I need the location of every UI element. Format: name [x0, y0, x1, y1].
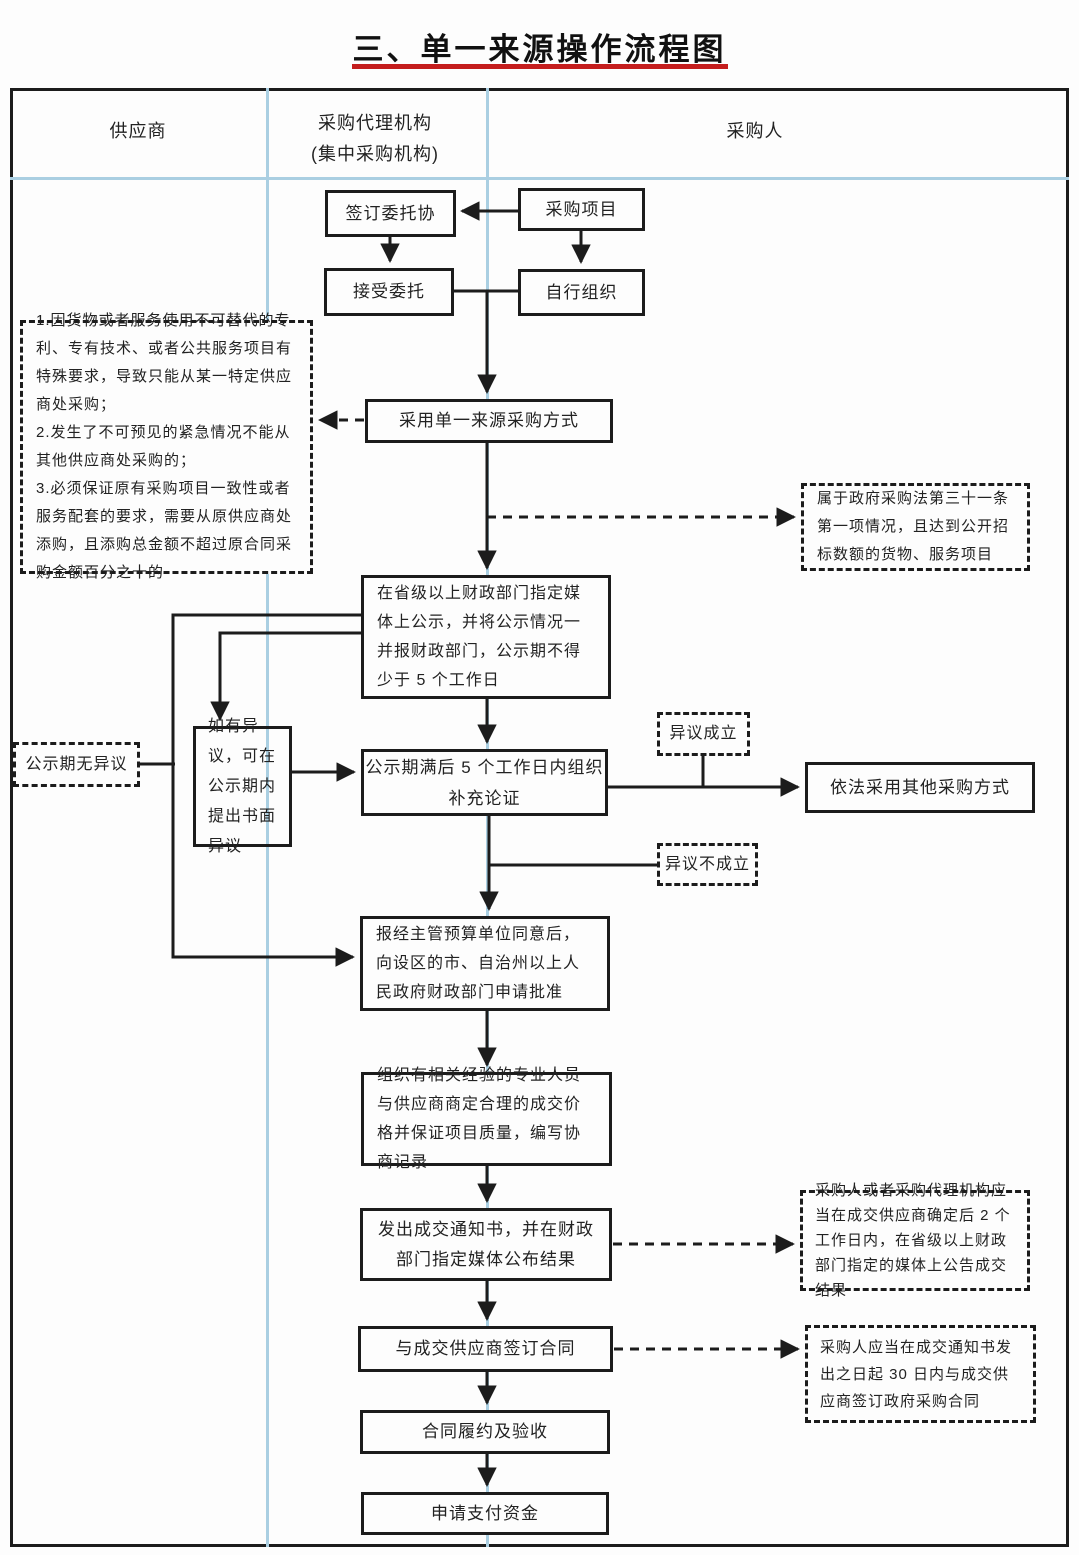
header-divider — [10, 177, 1069, 180]
node-sign-agreement: 签订委托协 — [325, 190, 456, 237]
node-supplement: 公示期满后 5 个工作日内组织补充论证 — [361, 749, 608, 816]
title-underline — [352, 64, 728, 69]
node-notice: 发出成交通知书，并在财政部门指定媒体公布结果 — [360, 1208, 612, 1281]
node-performance: 合同履约及验收 — [360, 1410, 610, 1454]
node-sign-contract: 与成交供应商签订合同 — [358, 1326, 613, 1372]
lane-header-agency: 采购代理机构 (集中采购机构) — [283, 108, 467, 170]
dashed-connectors — [318, 410, 800, 1359]
page-title: 三、单一来源操作流程图 — [352, 32, 727, 67]
lane-divider-left — [266, 88, 269, 1547]
arrow-publicity-to-objection — [210, 631, 361, 721]
solid-connectors — [140, 201, 800, 1487]
node-publicity: 在省级以上财政部门指定媒体上公示，并将公示情况一并报财政部门，公示期不得少于 5… — [361, 575, 611, 699]
lane-header-purchaser: 采购人 — [726, 121, 784, 141]
node-single-source-method: 采用单一来源采购方式 — [365, 399, 613, 443]
node-objection: 如有异议，可在公示期内提出书面异议 — [193, 718, 292, 855]
annotation-no-objection: 公示期无异议 — [13, 742, 140, 787]
lane-header-agency-line1: 采购代理机构 — [318, 113, 432, 133]
node-payment: 申请支付资金 — [361, 1492, 609, 1535]
node-self-organize: 自行组织 — [518, 269, 645, 316]
node-organize: 组织有相关经验的专业人员与供应商商定合理的成交价格并保证项目质量，编写协商记录 — [361, 1067, 612, 1171]
annotation-law-scope: 属于政府采购法第三十一条第一项情况，且达到公开招标数额的货物、服务项目 — [801, 483, 1030, 571]
arrow-publicity-to-approval — [171, 613, 361, 967]
node-approval: 报经主管预算单位同意后，向设区的市、自治州以上人民政府财政部门申请批准 — [360, 916, 610, 1011]
annotation-sign-deadline: 采购人应当在成交通知书发出之日起 30 日内与成交供应商签订政府采购合同 — [805, 1325, 1036, 1423]
node-procurement-project: 采购项目 — [518, 188, 645, 231]
annotation-announce-result: 采购人或者采购代理机构应当在成交供应商确定后 2 个工作日内，在省级以上财政部门… — [800, 1182, 1030, 1299]
annotation-objection-valid: 异议成立 — [657, 712, 750, 756]
diagram-frame — [10, 88, 1069, 1547]
lane-header-agency-line2: (集中采购机构) — [311, 144, 439, 164]
node-accept-entrustment: 接受委托 — [324, 268, 454, 316]
lane-header-supplier: 供应商 — [109, 121, 167, 141]
annotation-conditions: 1.因货物或者服务使用不可替代的专利、专有技术、或者公共服务项目有特殊要求，导致… — [20, 312, 313, 581]
annotation-objection-invalid: 异议不成立 — [657, 843, 758, 886]
node-other-method: 依法采用其他采购方式 — [805, 762, 1035, 813]
